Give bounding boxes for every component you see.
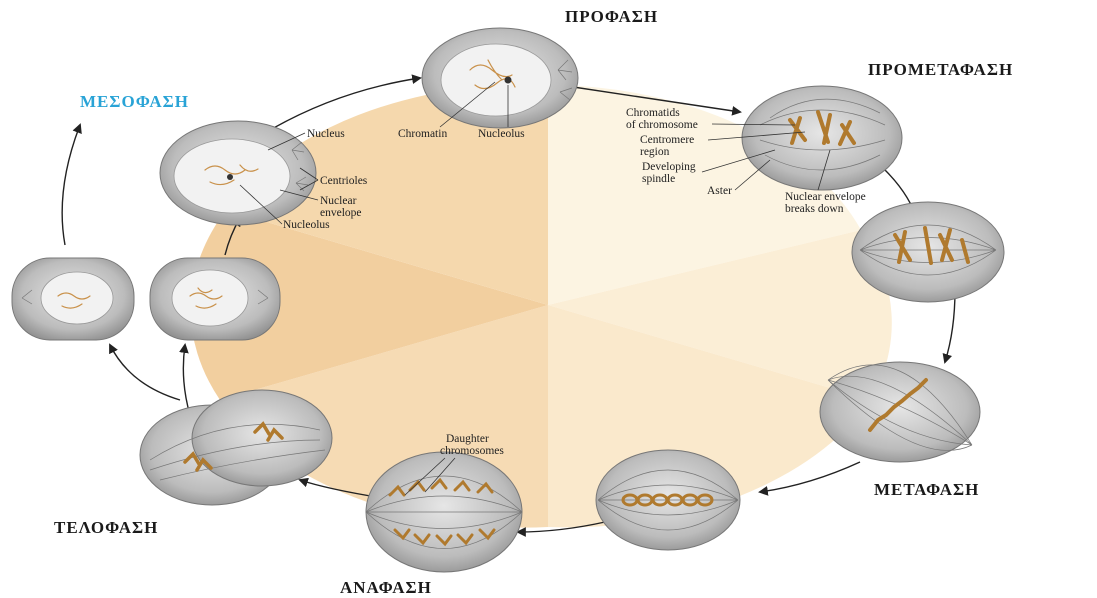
arrow-telophase-to-left-daughter (110, 345, 180, 400)
chromatin-label: Chromatin (398, 128, 447, 140)
envelope-breaks-label-2: breaks down (785, 203, 844, 215)
daughter-cells (12, 258, 280, 340)
chromatids-label-2: of chromosome (626, 119, 698, 131)
late-prometaphase-cell (852, 202, 1004, 302)
late-metaphase-cell (596, 450, 740, 550)
chromatids-label-1: Chromatids (626, 107, 680, 119)
nucleus-label: Nucleus (307, 128, 345, 140)
nucleolus-prophase-label: Nucleolus (478, 128, 525, 140)
centromere-label-1: Centromere (640, 134, 694, 146)
daughter-label-1: Daughter (446, 433, 489, 445)
anaphase-label: ΑΝΑΦΑΣΗ (340, 578, 432, 597)
metaphase-cell (820, 362, 980, 462)
nuclear-envelope-label-1: Nuclear (320, 195, 357, 207)
metaphase-label: ΜΕΤΑΦΑΣΗ (874, 480, 979, 499)
envelope-breaks-label-1: Nuclear envelope (785, 191, 866, 203)
developing-spindle-label-2: spindle (642, 173, 675, 185)
centrioles-label: Centrioles (320, 175, 368, 187)
arrow-telophase-to-cytokinesis (183, 345, 190, 415)
prometaphase-label: ΠΡΟΜΕΤΑΦΑΣΗ (868, 60, 1013, 79)
nucleolus-interphase-label: Nucleolus (283, 219, 330, 231)
prophase-cell (422, 28, 578, 128)
prophase-label: ΠΡΟΦΑΣΗ (565, 7, 658, 26)
developing-spindle-label-1: Developing (642, 161, 696, 173)
telophase-label: ΤΕΛΟΦΑΣΗ (54, 518, 158, 537)
interphase-label: ΜΕΣΟΦΑΣΗ (80, 92, 189, 111)
telophase-cell (140, 390, 332, 505)
arrow-to-interphase-label (62, 125, 80, 245)
nuclear-envelope-label-2: envelope (320, 207, 362, 219)
prometaphase-cell (742, 86, 902, 190)
centromere-label-2: region (640, 146, 670, 158)
daughter-label-2: chromosomes (440, 445, 504, 457)
interphase-cell (160, 121, 316, 225)
aster-label: Aster (707, 185, 732, 197)
